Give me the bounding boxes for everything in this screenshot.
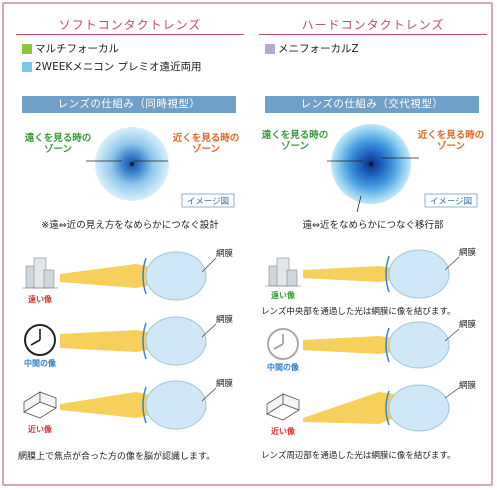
eye-icon — [145, 316, 207, 366]
hard-lens-title: ハードコンタクトレンズ — [301, 18, 445, 32]
page-frame: ソフトコンタクトレンズ マルチフォーカル 2WEEKメニコン プレミオ遠近両用 … — [2, 2, 493, 486]
row-far: 遠い像 網膜 — [22, 248, 234, 304]
lens-curve — [142, 322, 147, 360]
retina-label: 網膜 — [459, 380, 477, 391]
near-image-label: 近い像 — [28, 424, 53, 434]
row-near: 近い像 網膜 — [266, 380, 477, 436]
legend-label: メニフォーカルZ — [278, 43, 359, 55]
eye-rows-soft: 遠い像 網膜 中間の像 網膜 — [22, 248, 234, 434]
middle-image-label: 中間の像 — [267, 362, 300, 372]
far-zone-label: 遠くを見る時のゾーン — [262, 129, 329, 152]
retina-label: 網膜 — [459, 319, 477, 330]
far-image-label: 遠い像 — [28, 294, 53, 304]
lens-curve — [385, 327, 390, 363]
transition-note: 遠⇔近をなめらかにつなぐ移行部 — [302, 220, 444, 231]
far-zone-label: 遠くを見る時のゾーン — [25, 132, 92, 155]
legend-multifocal: マルチフォーカル — [22, 41, 119, 56]
center-caption: レンズ中央部を通過した光は網膜に像を結びます。 — [261, 306, 455, 317]
transition-pointer — [356, 195, 362, 213]
far-image-label: 遠い像 — [271, 290, 296, 300]
mechanism-bar: レンズの仕組み（同時視型） — [22, 96, 236, 113]
row-far: 遠い像 網膜 — [265, 247, 477, 300]
retina-label: 網膜 — [216, 378, 234, 389]
eye-icon — [388, 321, 450, 369]
lens-curve — [385, 255, 390, 293]
middle-image-label: 中間の像 — [24, 358, 57, 368]
green-swatch — [22, 43, 32, 54]
lens-curve — [142, 386, 147, 424]
soft-caption: 網膜上で焦点が合った方の像を脳が認識します。 — [18, 452, 216, 462]
eye-icon — [145, 380, 207, 430]
building-icon — [22, 257, 58, 289]
near-zone-label: 近くを見る時のゾーン — [173, 132, 240, 155]
legend-label: 2WEEKメニコン プレミオ遠近両用 — [35, 61, 202, 73]
image-tag-box — [424, 193, 478, 208]
legend-premio: 2WEEKメニコン プレミオ遠近両用 — [22, 59, 202, 74]
soft-lens-title: ソフトコンタクトレンズ — [58, 18, 202, 32]
legend-menifocal: メニフォーカルZ — [265, 41, 359, 56]
row-middle: 中間の像 網膜 — [267, 319, 477, 372]
row-middle: 中間の像 網膜 — [24, 314, 234, 368]
lens-curve — [385, 390, 390, 426]
lens-diagram-soft: 遠くを見る時のゾーン 近くを見る時のゾーン イメージ図 — [25, 127, 240, 208]
retina-label: 網膜 — [216, 248, 234, 259]
legend-label: マルチフォーカル — [35, 43, 119, 55]
building-icon — [265, 257, 301, 287]
lens-curve — [142, 257, 147, 295]
image-tag: イメージ図 — [187, 197, 229, 207]
blue-swatch — [22, 61, 32, 72]
eye-icon — [388, 384, 450, 432]
lens-diagram-hard: 遠くを見る時のゾーン 近くを見る時のゾーン イメージ図 — [262, 124, 485, 213]
retina-label: 網膜 — [216, 314, 234, 325]
lens-center-dot — [129, 161, 135, 167]
title-underline — [259, 34, 487, 35]
hard-lens-column: ハードコンタクトレンズ メニフォーカルZ レンズの仕組み（交代視型） — [259, 4, 487, 484]
near-image-label: 近い像 — [271, 426, 296, 436]
image-tag: イメージ図 — [430, 197, 472, 207]
mechanism-bar: レンズの仕組み（交代視型） — [265, 96, 479, 113]
eye-icon — [145, 251, 207, 301]
edge-caption: レンズ周辺部を通過した光は網膜に像を結びます。 — [261, 451, 456, 461]
purple-swatch — [265, 43, 275, 54]
soft-lens-column: ソフトコンタクトレンズ マルチフォーカル 2WEEKメニコン プレミオ遠近両用 … — [16, 4, 244, 484]
lens-center-dot — [368, 161, 374, 167]
row-near: 近い像 網膜 — [23, 378, 234, 434]
retina-label: 網膜 — [459, 247, 477, 258]
eye-icon — [388, 249, 450, 299]
image-tag-box — [181, 193, 235, 208]
near-zone-label: 近くを見る時のゾーン — [418, 129, 485, 152]
eye-rows-hard: 遠い像 網膜 レンズ中央部を通過した光は網膜に像を結びます。 中間の像 — [261, 247, 477, 436]
title-underline — [16, 34, 244, 35]
book-icon — [23, 391, 57, 419]
design-note: ※遠⇔近の見え方をなめらかにつなぐ設計 — [41, 220, 219, 231]
book-icon — [266, 393, 300, 421]
